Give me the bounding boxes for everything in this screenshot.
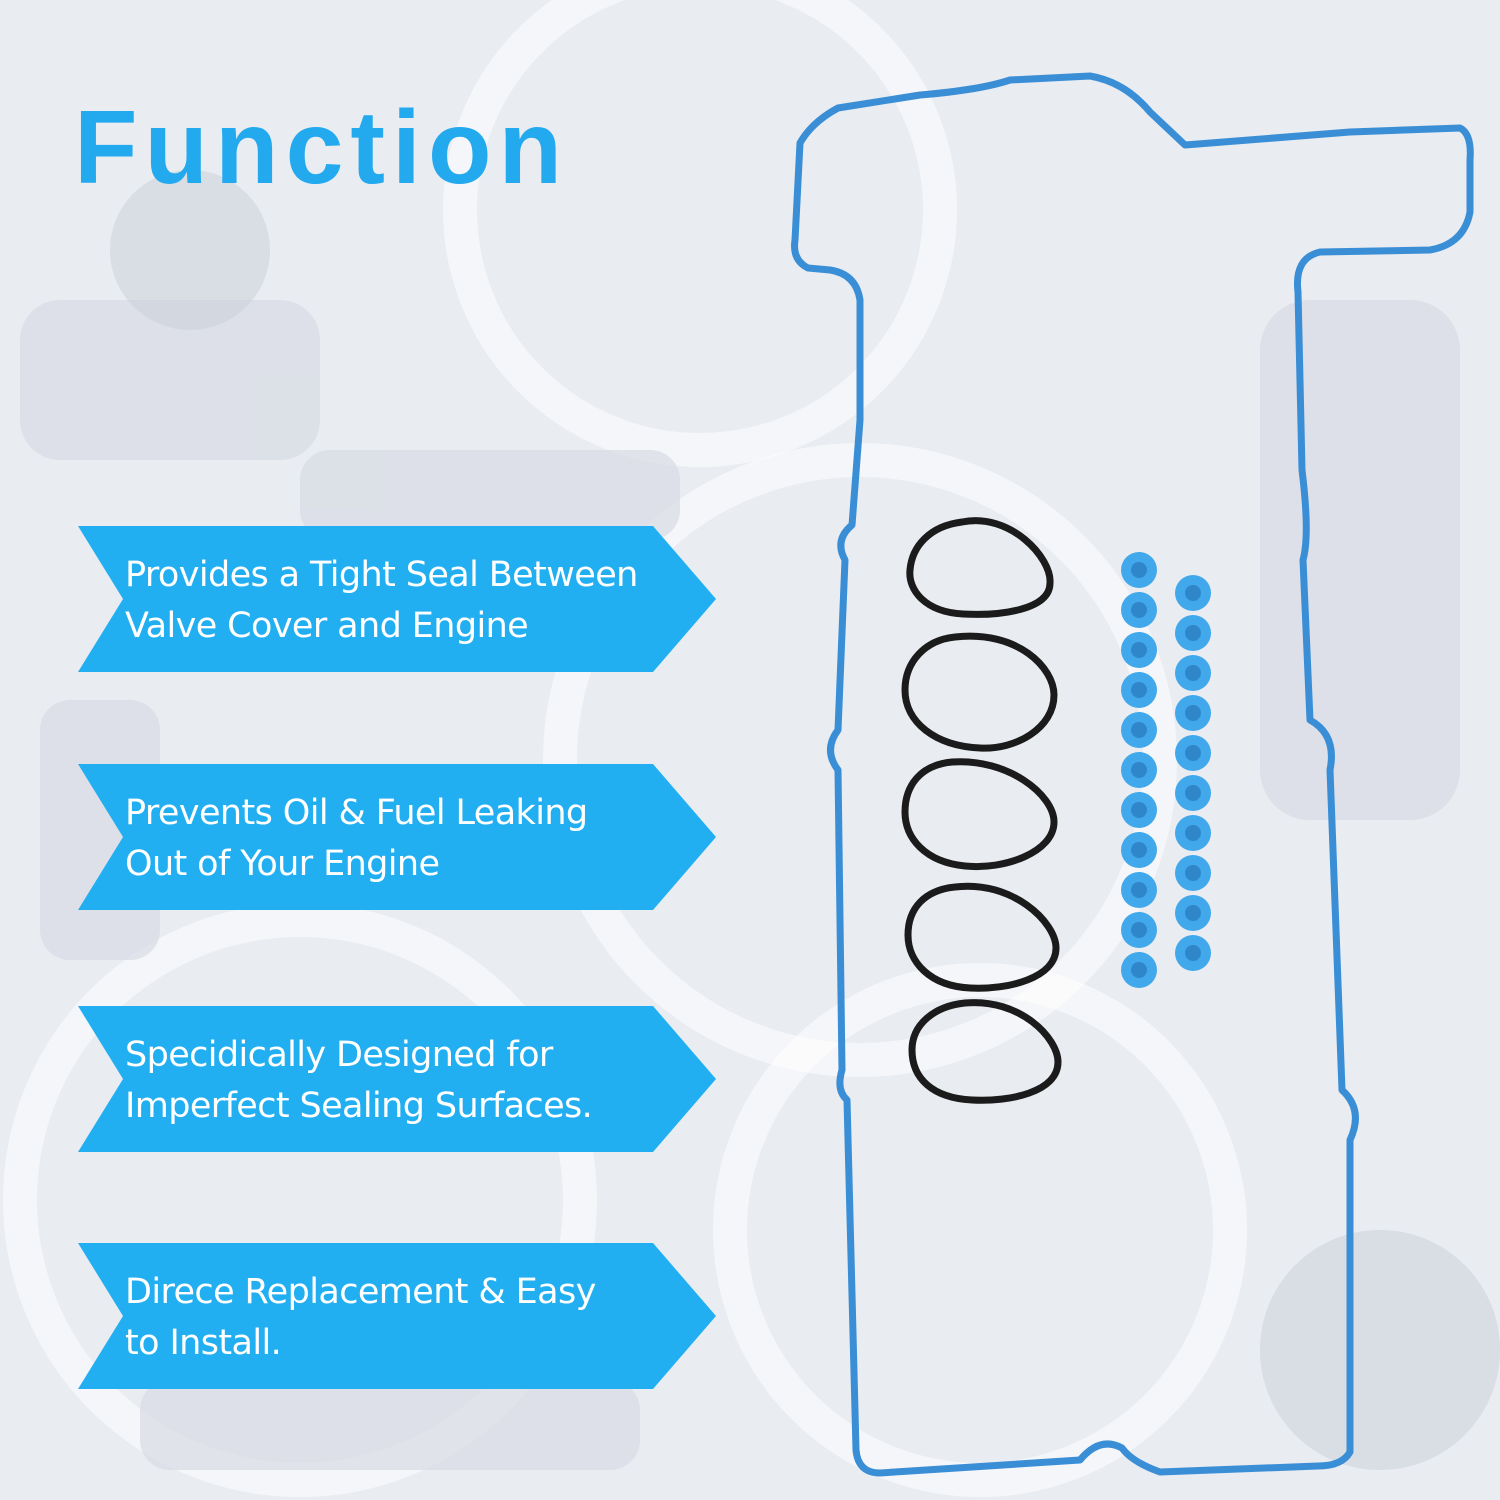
grommet-hole [1131,922,1147,938]
valve-cover-gasket [791,72,1474,1477]
o-ring [906,517,1054,618]
arrow-banner-shape [78,1243,716,1389]
o-ring [901,632,1058,752]
grommet-hole [1185,665,1201,681]
grommet-hole [1185,905,1201,921]
feature-line-1: Direce Replacement & Easy [125,1272,596,1312]
feature-banner-3: Specidically Designed for Imperfect Seal… [78,1006,716,1152]
grommet-hole [1185,785,1201,801]
feature-line-2: Imperfect Sealing Surfaces. [125,1086,593,1126]
grommet-hole [1131,802,1147,818]
grommet-hole [1185,705,1201,721]
grommet-hole [1185,625,1201,641]
grommet-hole [1131,882,1147,898]
feature-banner-2: Prevents Oil & Fuel Leaking Out of Your … [78,764,716,910]
grommet-hole [1131,562,1147,578]
grommet-hole [1185,945,1201,961]
o-ring [908,999,1062,1104]
grommet-hole [1131,722,1147,738]
grommet-hole [1185,745,1201,761]
grommet-hole [1185,865,1201,881]
grommet-hole [1185,825,1201,841]
o-ring-group [901,517,1062,1104]
grommet-hole [1131,842,1147,858]
feature-banner-1: Provides a Tight Seal Between Valve Cove… [78,526,716,672]
feature-line-2: to Install. [125,1323,282,1363]
grommet-hole [1131,762,1147,778]
feature-line-2: Out of Your Engine [125,844,440,884]
feature-line-1: Specidically Designed for [125,1035,553,1075]
grommet-hole [1131,642,1147,658]
grommet-hole [1131,682,1147,698]
grommet-hole [1131,962,1147,978]
feature-line-1: Prevents Oil & Fuel Leaking [125,793,588,833]
o-ring [901,758,1058,871]
arrow-banner-shape [78,764,716,910]
page-title: Function [74,90,570,206]
arrow-banner-shape [78,1006,716,1152]
feature-line-2: Valve Cover and Engine [125,606,529,646]
grommet-hole [1131,602,1147,618]
grommet-group [1121,552,1211,988]
grommet-hole [1185,585,1201,601]
o-ring [904,882,1060,992]
feature-line-1: Provides a Tight Seal Between [125,555,638,595]
arrow-banner-shape [78,526,716,672]
feature-banner-4: Direce Replacement & Easy to Install. [78,1243,716,1389]
